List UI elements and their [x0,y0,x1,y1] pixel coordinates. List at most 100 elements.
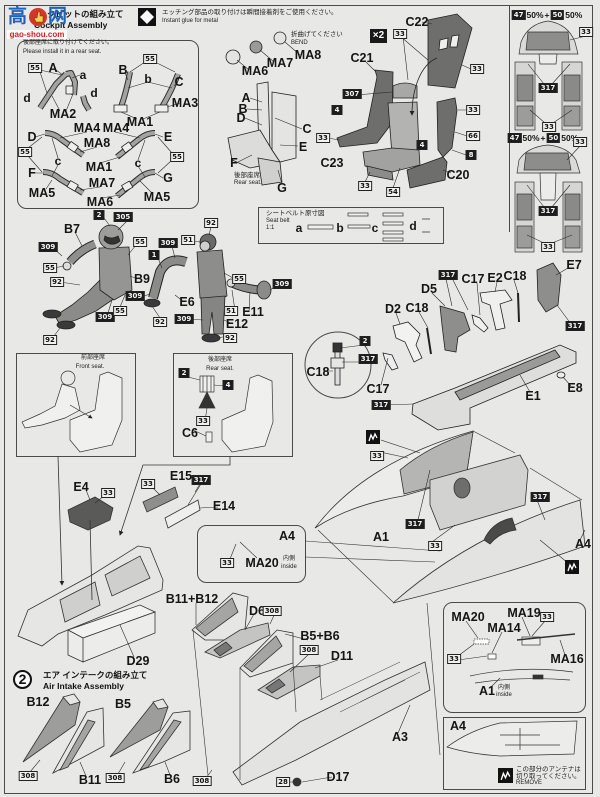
color-code: 28 [276,777,290,787]
part-label: d [90,86,98,100]
color-code: 309 [272,279,292,289]
part-label: MA8 [83,135,111,150]
part-label: MA7 [88,175,116,190]
color-code: 33 [393,29,407,39]
part-label: a [79,68,87,82]
part-label: C23 [320,155,344,170]
part-label: MA5 [143,189,171,204]
seat-belt-chart-scale: 1:1 [266,225,275,231]
color-code: 66 [466,131,480,141]
color-code: 54 [386,187,400,197]
step2-title-en: Air Intake Assembly [43,681,124,691]
instrument-panels [514,20,583,253]
bend-note-en: BEND [291,40,308,46]
belt-note-jp: 後部座席に取り付けてください。 [23,40,113,46]
color-code: 309 [95,312,115,322]
part-label: E4 [73,479,89,494]
color-code: 33 [542,122,556,132]
color-code: 317 [371,400,391,410]
leader-lines [27,21,587,783]
color-code: 47 [511,10,526,20]
inside-label-en: inside [496,692,512,698]
c18-detail [330,342,345,386]
color-code: 8 [465,150,477,160]
front-fuselage [304,430,586,756]
belt-panel-frame [17,40,199,209]
part-e4 [67,496,114,531]
front-seat-frame [16,353,136,457]
color-code: 55 [170,152,184,162]
c18-detail-frame [304,331,372,399]
quantity-badge: ×2 [370,29,387,43]
part-label: E14 [212,498,236,513]
color-code: 317 [530,492,550,502]
part-label: D [27,129,37,144]
color-code: 308 [192,776,212,786]
part-label: F [28,165,36,180]
part-label: E [298,139,308,154]
color-code: 92 [153,317,167,327]
mix-percent: 50% [522,133,540,143]
belt-note-en: Please install it in a rear seat. [23,49,102,55]
color-code: 92 [223,333,237,343]
part-label: MA4 [73,120,101,135]
seat-part-c20 [436,97,458,158]
color-code: 92 [43,335,57,345]
part-e14 [164,499,201,529]
ejection-seat-exploded [336,13,473,189]
mix-operator: + [540,133,546,143]
remove-note-jp: この部分のアンテナは [516,766,581,773]
etch-ma7 [249,40,263,54]
step2-title-jp: エア インテークの組み立て [43,670,148,680]
color-code: 317 [538,83,558,93]
remove-box-frame [443,717,586,790]
color-code: 92 [204,218,218,228]
color-code: 317 [438,270,458,280]
part-label: D5 [421,281,437,296]
part-label: A [48,60,58,75]
rear-seat-caption-jp: 後部座席 [234,172,260,179]
part-label: E8 [567,380,583,395]
color-code: 47 [507,133,522,143]
glue-note-jp: エッチング部品の取り付けは瞬間接着剤をご使用ください。 [162,9,338,16]
remove-note-en: REMOVE [516,780,543,786]
rear-seat-caption-en: Rear seat. [234,180,262,186]
step1-title-jp: コックピットの組み立て [30,9,124,19]
part-label: C21 [350,50,374,65]
color-code: 308 [105,773,125,783]
color-mix-label: 47 50% + 50 50% [511,10,583,20]
part-label: MA7 [266,55,294,70]
color-code: 2 [359,336,371,346]
part-label: C6 [182,425,198,440]
color-code: 33 [541,242,555,252]
step1-title-en: Cockpit Assembly [34,20,108,30]
etch-detail-frame [443,602,586,713]
part-d17 [292,777,302,787]
part-label: B7 [64,221,80,236]
part-label: E7 [566,257,582,272]
part-label: MA20 [245,555,279,570]
part-label: C22 [405,14,429,29]
color-code: 92 [50,277,64,287]
remove-antenna-icon [565,560,579,579]
color-code: 305 [113,212,133,222]
color-code: 33 [579,27,593,37]
color-code: 55 [43,263,57,273]
mix-percent: 50% [565,10,583,20]
seat-part-c22 [427,13,473,89]
color-code: 33 [447,654,461,664]
part-label: D [236,110,246,125]
rear-seat-illustration [198,374,274,453]
color-code: 309 [38,242,58,252]
color-code: 55 [28,63,42,73]
inside-label-en: inside [281,564,297,570]
color-code: 309 [158,238,178,248]
watermark: 高 网 gao-shou.com [7,6,69,40]
rear-seat-caption-en: Rear seat. [206,366,234,372]
color-code: 33 [101,488,115,498]
color-code: 50 [546,133,561,143]
color-code: 4 [331,105,343,115]
part-label: MA6 [86,194,114,209]
part-label: B5 [115,696,131,711]
